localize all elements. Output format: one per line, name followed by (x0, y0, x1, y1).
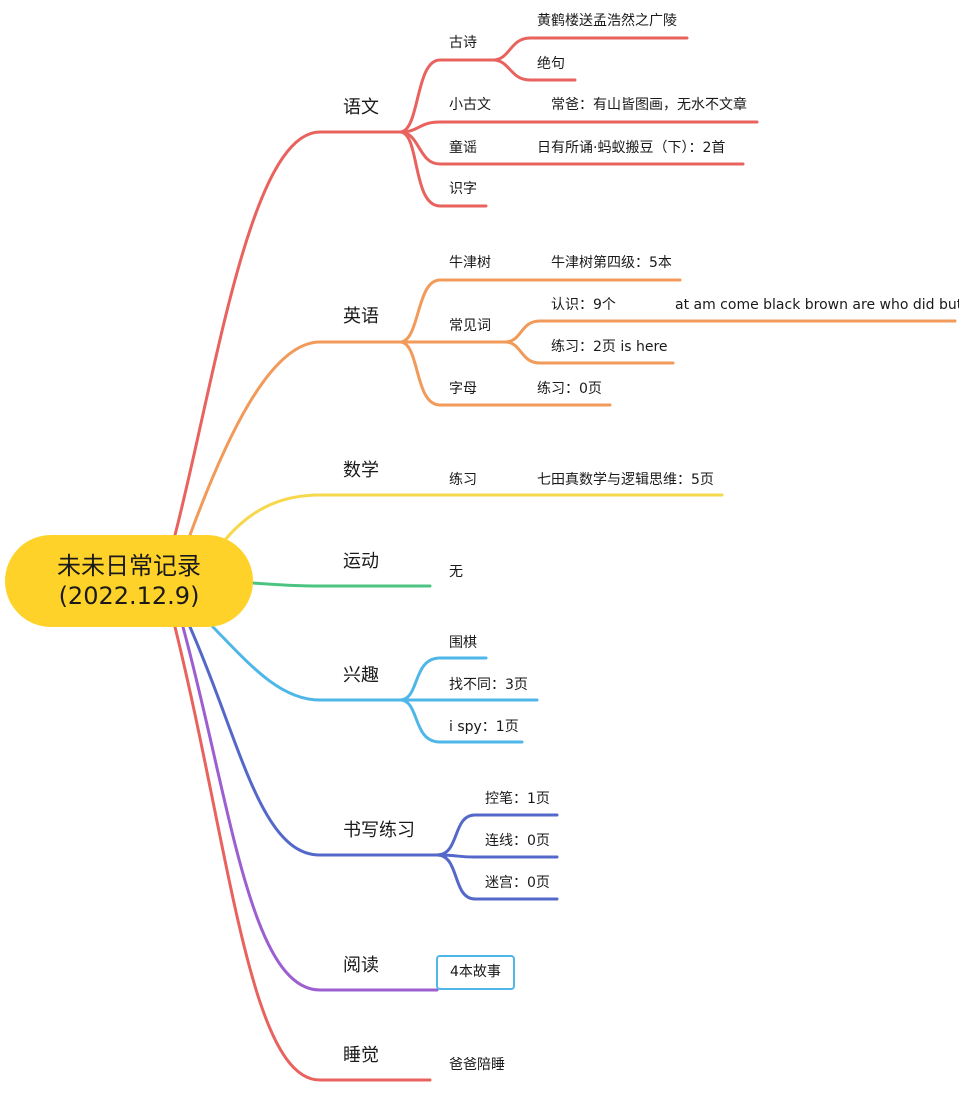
node-shuxue-lianxi-item-1[interactable]: 七田真数学与逻辑思维：5页 (537, 472, 714, 488)
node-niujinshu-item-1[interactable]: 牛津树第四级：5本 (551, 255, 672, 271)
node-xingqu[interactable]: 兴趣 (343, 665, 379, 686)
node-shuijiao[interactable]: 睡觉 (343, 1045, 379, 1066)
node-xingqu-item-1[interactable]: 围棋 (449, 635, 477, 651)
node-shizi[interactable]: 识字 (449, 181, 477, 197)
edge-yuedu (181, 625, 439, 992)
node-gushi-item-1[interactable]: 黄鹤楼送孟浩然之广陵 (537, 13, 677, 29)
node-yingyu[interactable]: 英语 (343, 306, 379, 327)
edge-shuxie (188, 625, 439, 857)
node-xingqu-item-3[interactable]: i spy：1页 (449, 719, 519, 735)
node-shuxie-item-3[interactable]: 迷宫：0页 (485, 875, 550, 891)
node-gushi[interactable]: 古诗 (449, 35, 477, 51)
node-zimu-item-1[interactable]: 练习：0页 (537, 381, 602, 397)
root-node[interactable]: 未未日常记录 (2022.12.9) (5, 535, 253, 627)
node-yundong[interactable]: 运动 (343, 551, 379, 572)
edge-yingyu (188, 340, 402, 537)
node-shuxie-item-1[interactable]: 控笔：1页 (485, 791, 550, 807)
node-shuxue-lianxi[interactable]: 练习 (449, 472, 477, 488)
node-zimu[interactable]: 字母 (449, 381, 477, 397)
node-shuxie[interactable]: 书写练习 (343, 820, 415, 841)
edge-xingqu (210, 624, 402, 702)
node-tongyao-item-1[interactable]: 日有所诵·蚂蚁搬豆（下）：2首 (537, 140, 726, 156)
node-yuedu[interactable]: 阅读 (343, 955, 379, 976)
node-renshi[interactable]: 认识：9个 (551, 297, 616, 313)
node-shuxie-item-2[interactable]: 连线：0页 (485, 833, 550, 849)
node-renshi-words[interactable]: at am come black brown are who did but (675, 297, 959, 313)
node-shuxue[interactable]: 数学 (343, 460, 379, 481)
node-changjianci-lianxi[interactable]: 练习：2页 is here (551, 339, 668, 355)
node-changjianci[interactable]: 常见词 (449, 318, 491, 334)
root-date: (2022.12.9) (58, 582, 200, 610)
node-yundong-item-1[interactable]: 无 (449, 564, 463, 580)
node-yuwen[interactable]: 语文 (343, 97, 379, 118)
node-tongyao[interactable]: 童谣 (449, 140, 477, 156)
node-gushi-item-2[interactable]: 绝句 (537, 56, 565, 72)
node-xiaoguwen-item-1[interactable]: 常爸：有山皆图画，无水不文章 (551, 97, 747, 113)
node-niujinshu[interactable]: 牛津树 (449, 255, 491, 271)
edge-yuwen (173, 130, 402, 537)
edge-yundong (251, 581, 432, 588)
node-xingqu-item-2[interactable]: 找不同：3页 (449, 677, 528, 693)
node-yuedu-item-1[interactable]: 4本故事 (436, 955, 515, 990)
root-title: 未未日常记录 (57, 552, 201, 580)
node-shuijiao-item-1[interactable]: 爸爸陪睡 (449, 1057, 505, 1073)
node-xiaoguwen[interactable]: 小古文 (449, 97, 491, 113)
edge-shuijiao (173, 625, 432, 1082)
edge-shuxue (223, 493, 432, 542)
